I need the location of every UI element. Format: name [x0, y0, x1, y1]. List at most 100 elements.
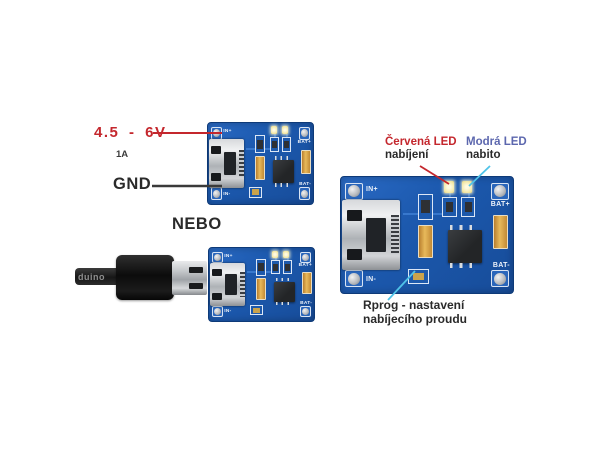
ic-legs [450, 224, 480, 231]
silkscreen-in-minus: IN- [365, 275, 377, 283]
pad-in-minus [211, 305, 224, 318]
cable-watermark: duino [78, 271, 105, 282]
silkscreen-bat-minus: BAT- [492, 261, 510, 269]
mounting-hole [348, 272, 361, 285]
mounting-hole [213, 307, 222, 316]
rprog-resistor [408, 268, 429, 284]
usb-detail [346, 209, 362, 222]
usb-detail [212, 293, 222, 301]
input-voltage-label: 4.5 - 6V [94, 124, 167, 141]
input-current-label: 1A [116, 149, 129, 160]
pad-bat-plus [298, 127, 311, 140]
smd-resistor [442, 196, 457, 218]
usb-detail [211, 145, 221, 154]
rprog-line2: nabíjecího proudu [363, 311, 467, 326]
pad-in-minus [210, 187, 223, 200]
usb-pins [239, 272, 245, 297]
charger-module-top: IN+ IN- BAT+ BAT- [207, 122, 314, 205]
mounting-hole [301, 307, 310, 316]
mounting-hole [212, 189, 221, 198]
pad-bat-minus [491, 270, 509, 288]
rprog-resistor [249, 305, 264, 316]
usb-detail [211, 173, 221, 181]
ic-legs [275, 278, 294, 282]
smd-resistor [255, 258, 267, 276]
ic-legs [275, 302, 294, 306]
pad-bat-plus [491, 182, 509, 200]
smd-capacitor [255, 277, 267, 300]
pad-in-plus [211, 251, 224, 264]
silkscreen-bat-plus: BAT+ [298, 263, 313, 269]
smd-capacitor [301, 272, 312, 294]
done-led [282, 125, 288, 134]
usb-pins [391, 215, 400, 255]
pad-in-plus [345, 182, 363, 200]
smd-resistor [417, 194, 434, 220]
ic-legs [274, 156, 293, 161]
micro-usb-plug-tip [172, 261, 207, 295]
blue-led-subtitle: nabito [466, 149, 501, 161]
pad-in-plus [210, 127, 223, 140]
charge-led [444, 181, 454, 193]
silkscreen-bat-plus: BAT+ [297, 140, 312, 145]
silkscreen-bat-minus: BAT- [299, 182, 312, 187]
mini-usb-connector [341, 200, 401, 270]
charge-led [272, 250, 278, 258]
done-led [283, 250, 289, 258]
micro-usb-plug-body [116, 255, 174, 300]
mounting-hole [213, 253, 222, 262]
tp4056-ic-chip [274, 278, 296, 306]
smd-resistor [281, 136, 291, 152]
mounting-hole [348, 185, 361, 198]
silkscreen-bat-minus: BAT- [300, 300, 313, 306]
mounting-hole [300, 129, 309, 138]
usb-tip-slot [189, 283, 203, 289]
done-led [462, 181, 472, 193]
usb-detail [366, 218, 387, 252]
red-led-title: Červená LED [385, 136, 457, 148]
rprog-resistor [248, 186, 263, 198]
charger-module-bottom: IN+ IN- BAT+ BAT- [208, 247, 315, 322]
mounting-hole [300, 189, 309, 198]
usb-cable-wire: duino [75, 268, 121, 285]
red-led-subtitle: nabíjení [385, 149, 429, 161]
usb-detail [224, 273, 237, 295]
tp4056-ic-chip [273, 156, 295, 187]
usb-detail [346, 248, 362, 261]
mounting-hole [493, 185, 506, 198]
smd-capacitor [493, 215, 509, 249]
smd-capacitor [254, 156, 266, 181]
mini-usb-connector [208, 139, 245, 188]
usb-tip-slot [189, 267, 203, 273]
smd-resistor [269, 136, 280, 152]
rprog-annotation: Rprog - nastavení nabíjecího proudu [363, 298, 467, 326]
blue-led-annotation: Modrá LED nabito [466, 136, 527, 162]
silkscreen-in-plus: IN+ [223, 129, 232, 135]
usb-detail [212, 268, 222, 276]
usb-pins [238, 149, 244, 178]
red-led-annotation: Červená LED nabíjení [385, 136, 457, 162]
silkscreen-bat-plus: BAT+ [490, 201, 510, 209]
smd-capacitor [417, 224, 434, 258]
pad-bat-minus [299, 305, 312, 318]
mounting-hole [212, 129, 221, 138]
blue-led-title: Modrá LED [466, 136, 527, 148]
tp4056-ic-chip [447, 224, 483, 269]
pad-bat-plus [299, 251, 312, 264]
charge-led [271, 125, 277, 134]
charger-module-large: IN+ IN- BAT+ BAT- [340, 176, 514, 294]
smd-resistor [254, 135, 266, 154]
pad-in-minus [345, 270, 363, 288]
ic-legs [274, 183, 293, 187]
mini-usb-connector [209, 262, 246, 307]
mounting-hole [493, 272, 506, 285]
or-label: NEBO [172, 215, 222, 233]
mounting-hole [301, 253, 310, 262]
ground-label: GND [113, 175, 152, 193]
ic-legs [450, 263, 480, 269]
smd-resistor [461, 196, 476, 218]
usb-detail [223, 151, 236, 176]
silkscreen-in-plus: IN+ [224, 253, 233, 259]
silkscreen-in-minus: IN- [223, 191, 231, 197]
smd-resistor [270, 260, 281, 275]
